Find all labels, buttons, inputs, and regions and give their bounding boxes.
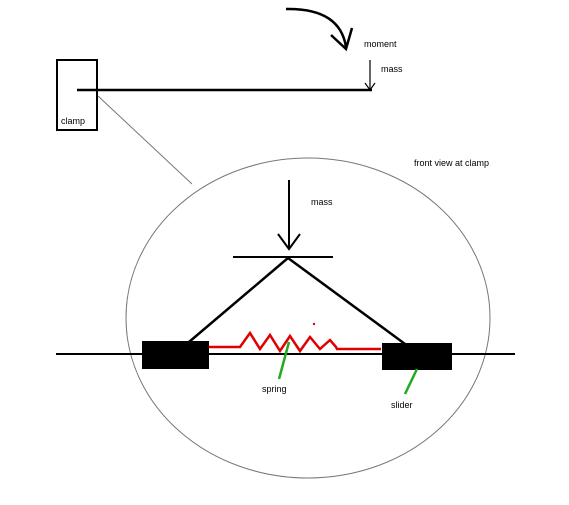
moment-arrow [285, 7, 348, 48]
spring [209, 330, 381, 354]
slider-label: slider [391, 400, 413, 410]
spring-pointer [277, 341, 291, 380]
detail-leader-line [97, 95, 193, 185]
clamp-box [56, 59, 98, 131]
detail-ellipse [125, 157, 491, 479]
front-view-label: front view at clamp [414, 158, 489, 168]
moment-arrow-head [330, 27, 354, 52]
left-slider-block [142, 341, 209, 369]
spring-label: spring [262, 384, 287, 394]
right-slider-block [382, 343, 452, 370]
right-link [287, 256, 406, 346]
moment-label: moment [364, 39, 397, 49]
mass-label-top: mass [381, 64, 403, 74]
mass-arrow-top-head [364, 82, 376, 92]
left-link [188, 257, 289, 343]
mass-arrow-inset-head [277, 233, 301, 251]
mass-label-inset: mass [311, 197, 333, 207]
clamp-label: clamp [61, 116, 85, 126]
spring-dot [312, 322, 316, 326]
slider-pointer [403, 368, 419, 395]
